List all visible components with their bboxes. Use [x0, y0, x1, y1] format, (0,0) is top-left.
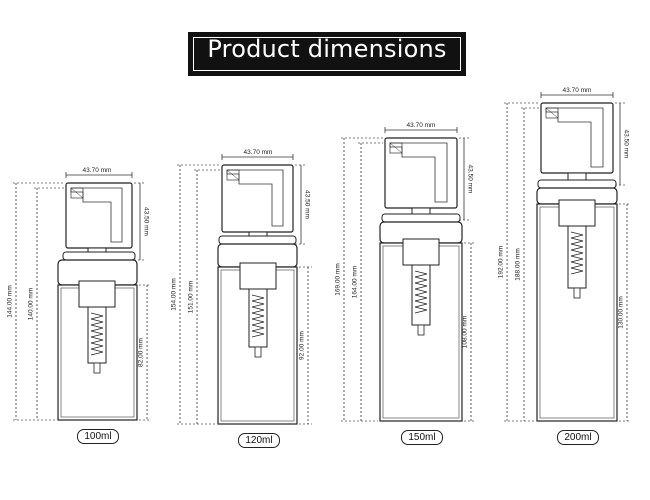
dip-tube	[417, 324, 425, 336]
total-height-label: 144.00 mm	[7, 285, 14, 318]
nozzle-diagonal	[226, 169, 240, 181]
dip-tube	[573, 287, 581, 299]
capacity-label: 150ml	[401, 430, 443, 445]
nozzle-outlet	[226, 169, 240, 181]
page-title: Product dimensions	[207, 35, 447, 63]
bottle-150ml: 43.70 mm 43.50 mm 108.00 mm 169.00 mm 164.00…	[335, 122, 475, 422]
nozzle-outlet	[545, 107, 559, 119]
pump-cylinder	[248, 288, 268, 348]
inner-height-label: 164.00 mm	[352, 266, 359, 299]
pump-spring	[570, 231, 584, 275]
nozzle-outlet	[389, 142, 403, 154]
pump-height-label: 43.50 mm	[622, 130, 629, 159]
pump-spring	[414, 270, 428, 314]
bottle-120ml: 43.70 mm 43.50 mm 92.00 mm 154.00 mm 151.00 …	[171, 149, 312, 425]
title-banner-frame	[193, 37, 461, 71]
inner-height-label: 151.00 mm	[188, 281, 195, 314]
pump-chamber	[78, 280, 116, 308]
nozzle-diagonal	[545, 107, 559, 119]
capacity-label: 200ml	[557, 430, 599, 445]
title-banner: Product dimensions	[188, 32, 466, 76]
neck-collar	[218, 235, 297, 245]
cap-width-label: 43.70 mm	[407, 122, 436, 129]
pump-cylinder	[567, 225, 587, 289]
pump-spring	[90, 312, 104, 356]
capacity-label: 100ml	[77, 429, 119, 444]
nozzle-diagonal	[389, 142, 403, 154]
cap-width-label: 43.70 mm	[563, 87, 592, 94]
total-height-label: 154.00 mm	[171, 278, 178, 311]
body-height-label: 82.00 mm	[138, 338, 145, 367]
pump-actuator	[221, 164, 294, 233]
nozzle-diagonal	[70, 187, 84, 199]
pump-cylinder	[87, 306, 107, 364]
nozzle-outlet	[70, 187, 84, 199]
body-height-label: 130.00 mm	[618, 296, 625, 329]
bottle-100ml: 43.70 mm 43.50 mm 82.00 mm 144.00 mm 140.00 …	[7, 167, 151, 421]
pump-actuator	[540, 102, 614, 174]
neck-collar	[62, 251, 136, 261]
dip-tube	[254, 346, 262, 358]
cap-width-label: 43.70 mm	[244, 149, 273, 156]
pump-chamber	[558, 199, 596, 227]
pump-height-label: 43.50 mm	[303, 190, 310, 219]
neck-collar	[381, 213, 461, 223]
inner-height-label: 188.00 mm	[515, 248, 522, 281]
bottle-200ml: 43.70 mm 43.50 mm 130.00 mm 192.00 mm 188.00…	[498, 87, 631, 422]
pump-height-label: 43.50 mm	[466, 165, 473, 194]
inner-height-label: 140.00 mm	[28, 288, 35, 321]
body-height-label: 92.00 mm	[299, 331, 306, 360]
pump-chamber	[239, 262, 277, 290]
pump-chamber	[402, 238, 440, 266]
pump-spring	[251, 294, 265, 338]
neck-collar	[537, 179, 617, 189]
pump-actuator	[384, 137, 458, 209]
cap-width-label: 43.70 mm	[83, 167, 112, 174]
pump-height-label: 43.50 mm	[142, 207, 149, 236]
total-height-label: 169.00 mm	[335, 263, 342, 296]
total-height-label: 192.00 mm	[498, 246, 505, 279]
pump-cylinder	[411, 264, 431, 326]
body-height-label: 108.00 mm	[462, 316, 469, 349]
dip-tube	[93, 362, 101, 374]
capacity-label: 120ml	[238, 433, 280, 448]
